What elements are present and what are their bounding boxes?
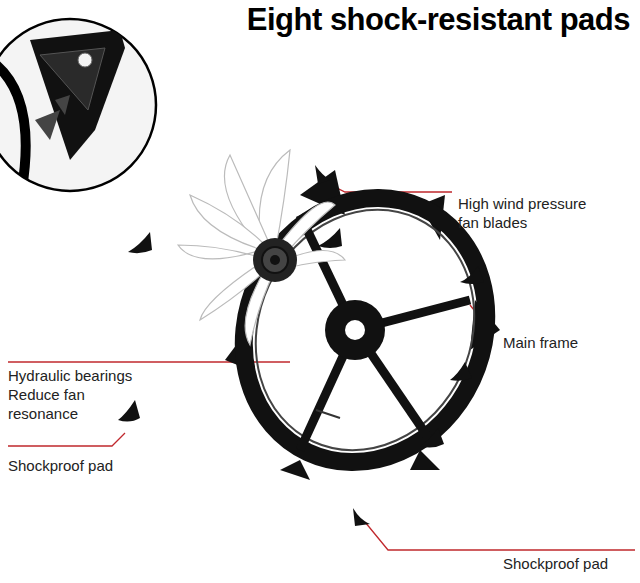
detail-inset — [0, 19, 156, 200]
part-label: Hydraulic bearings Reduce fan resonance — [8, 366, 158, 423]
part-label: Main frame — [503, 333, 623, 352]
fan-blades — [178, 150, 345, 345]
title: Eight shock-resistant pads — [247, 2, 630, 38]
part-label: Shockproof pad — [503, 554, 633, 573]
leader-lines — [8, 182, 635, 550]
part-label: Shockproof pad — [8, 456, 158, 475]
part-label: High wind pressure fan blades — [458, 194, 608, 232]
motor-hub — [253, 238, 297, 282]
shockproof-pads — [118, 165, 484, 526]
